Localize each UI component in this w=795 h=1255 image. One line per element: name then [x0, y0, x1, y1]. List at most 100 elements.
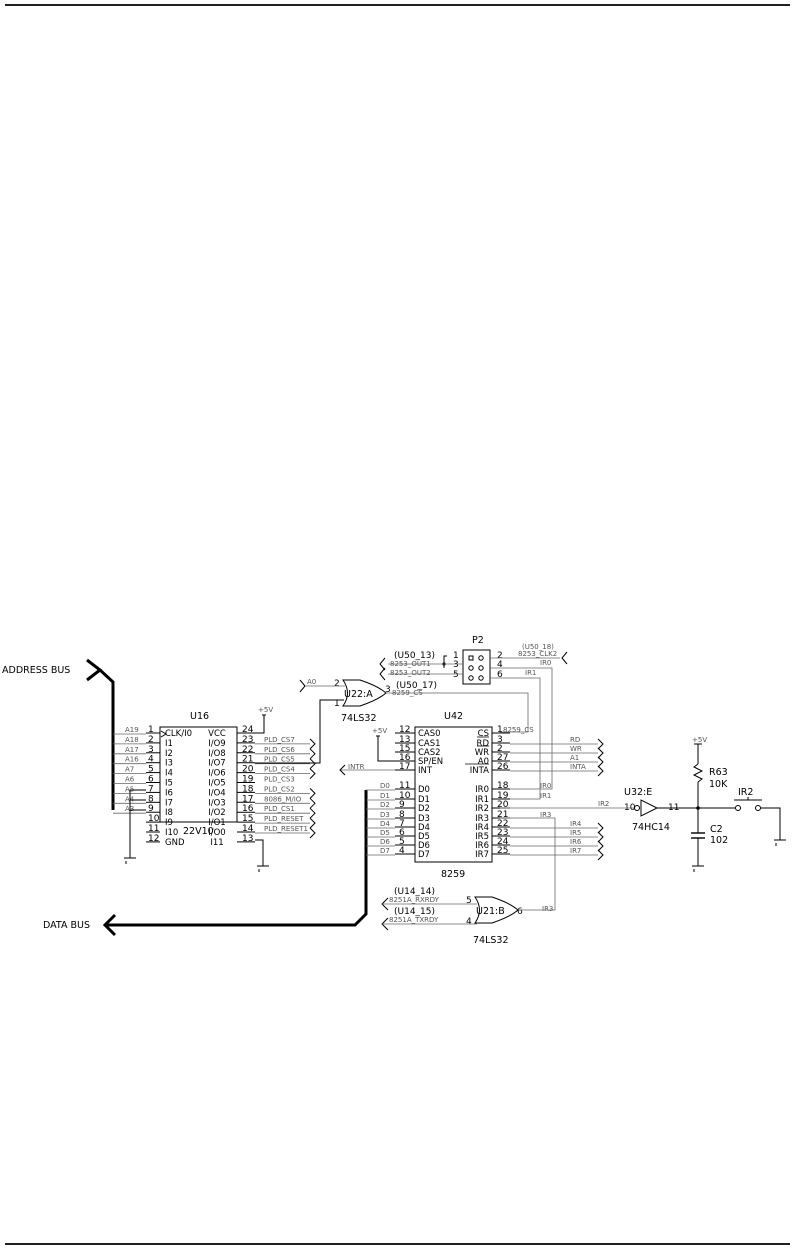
u42-sig-5: D6	[380, 838, 390, 846]
u22a-pin-out: 3	[385, 685, 391, 695]
u16-rpin-name-13: I11	[210, 838, 223, 848]
u16-pin-num-11: 11	[148, 824, 159, 834]
u22a-pin-a: 2	[334, 679, 340, 689]
u21b-ref: U21:B	[476, 906, 505, 917]
u21b-sig-b: 8251A_TXRDY	[389, 916, 439, 924]
u16-rpin-name-19: I/O5	[208, 779, 225, 789]
u22a-body	[342, 679, 387, 707]
u16-sig-7: A5	[125, 785, 134, 793]
u42-sig-11: D0	[380, 782, 390, 790]
u16-rsig-17: 8086_M/IO	[264, 795, 302, 803]
u42-rpin-num-3: 3	[497, 735, 503, 745]
u42-pin-name-7: D4	[418, 823, 430, 833]
u16-vcc-label: +5V	[258, 706, 273, 714]
p2-sig-2: 8253_CLK2	[518, 650, 557, 658]
u42-rsig-18: IR0	[540, 782, 551, 790]
u42-rpin-num-18: 18	[497, 781, 509, 791]
u16-rpin-num-23: 23	[242, 735, 253, 745]
u16-rpin-num-20: 20	[242, 765, 254, 775]
u42-pin-name-5: D6	[418, 841, 430, 851]
p2-sig-6: IR1	[525, 669, 536, 677]
u42-rsig-19: IR1	[540, 792, 551, 800]
u42-rpin-num-23: 23	[497, 828, 508, 838]
p2-pin-3: 3	[453, 660, 459, 670]
u42-pin-name-8: D3	[418, 814, 430, 824]
u16-sig-4: A16	[125, 756, 139, 764]
u22a-or-gate: U22:A 74LS32 2 1 3 A0	[255, 678, 529, 764]
u16-sig-3: A17	[125, 746, 139, 754]
u42-pin-name-4: D7	[418, 850, 430, 860]
u21b-pin-a: 5	[466, 896, 472, 906]
u42-pin-num-10: 10	[399, 791, 411, 801]
u42-pin-name-10: D1	[418, 795, 430, 805]
u16-rsig-18: PLD_CS2	[264, 785, 295, 793]
u42-vcc-label: +5V	[372, 727, 387, 735]
u42-rpin-name-1: CS	[478, 729, 489, 739]
p2-pin-1: 1	[453, 651, 459, 661]
u16-pin-name-5: I4	[165, 769, 173, 779]
u42-rpin-num-1: 1	[497, 725, 503, 735]
u21b-ref-b: (U14_15)	[394, 907, 435, 917]
u42-rsig-3: RD	[570, 736, 580, 744]
u16-rsig-16: PLD_CS1	[264, 805, 295, 813]
u42-rsig-21: IR3	[540, 811, 551, 819]
u16-sig-5: A7	[125, 766, 134, 774]
u16-pin-name-9: I8	[165, 808, 173, 818]
u42-rpin-name-19: IR1	[475, 795, 489, 805]
u42-pin-num-8: 8	[399, 810, 405, 820]
u16-sig-2: A18	[125, 736, 139, 744]
u42-rpin-name-26: INTA	[470, 766, 489, 776]
u42-pin-num-12: 12	[399, 725, 410, 735]
u42-pin-name-17: INT	[418, 766, 433, 776]
p2-pin-5: 5	[453, 670, 459, 680]
p2-ref-left: (U50_13)	[394, 651, 435, 661]
address-bus: ADDRESS BUS	[2, 658, 115, 810]
u42-rpin-name-23: IR5	[475, 832, 489, 842]
u42-pin-num-11: 11	[399, 781, 410, 791]
p2-cs-ref: (U50_17)	[396, 681, 437, 691]
u22a-in-sig: A0	[307, 678, 316, 686]
u42-rpin-name-3: RD	[477, 739, 490, 749]
u42-rpin-num-20: 20	[497, 800, 509, 810]
u21b-ref-a: (U14_14)	[394, 887, 435, 897]
u16-rsig-15: PLD_RESET	[264, 815, 304, 823]
u16-ref: U16	[190, 711, 209, 722]
u16-rpin-num-21: 21	[242, 755, 253, 765]
u42-sig-6: D5	[380, 829, 390, 837]
u42-rsig-24: IR6	[570, 838, 582, 846]
u42-pin-name-6: D5	[418, 832, 430, 842]
u16-rpin-name-14: I/O0	[208, 828, 225, 838]
u16-rsig-14: PLD_RESET1	[264, 825, 308, 833]
u16-rpin-num-17: 17	[242, 794, 253, 804]
u21b-out-sig: IR3	[542, 905, 553, 913]
u16-pin-num-3: 3	[148, 745, 154, 755]
u16-pin-name-2: I1	[165, 739, 173, 749]
u16-rpin-name-16: I/O2	[208, 808, 225, 818]
u21b-or-gate: U21:B 74LS32 5 4 6 (U14_14) 8251A_RXRDY …	[381, 817, 556, 946]
u42-pin-name-9: D2	[418, 804, 430, 814]
u21b-pin-b: 4	[466, 917, 472, 927]
u22a-ref: U22:A	[344, 689, 373, 700]
u42-sig-9: D2	[380, 801, 390, 809]
u42-pin-name-12: CAS0	[418, 729, 441, 739]
u32e-in-sig: IR2	[598, 800, 609, 808]
u21b-sig-a: 8251A_RXRDY	[389, 896, 440, 904]
u16-rsig-19: PLD_CS3	[264, 776, 295, 784]
u42-pin-num-16: 16	[399, 753, 411, 763]
u16-rpin-name-23: I/O9	[208, 739, 225, 749]
u42-pin-name-16: SP/EN	[418, 757, 443, 767]
u16-rsig-20: PLD_CS4	[264, 766, 295, 774]
u42-pin-num-15: 15	[399, 744, 410, 754]
u16-pin-num-2: 2	[148, 735, 154, 745]
u42-rpin-name-18: IR0	[475, 785, 489, 795]
u42-rsig-25: IR7	[570, 847, 581, 855]
u42-rpin-name-27: A0	[478, 757, 489, 767]
u42-rpin-num-22: 22	[497, 819, 508, 829]
u42-sig-8: D3	[380, 811, 390, 819]
u21b-part: 74LS32	[473, 935, 509, 946]
u16-rpin-num-18: 18	[242, 784, 254, 794]
u16-pin-name-7: I6	[165, 788, 173, 798]
